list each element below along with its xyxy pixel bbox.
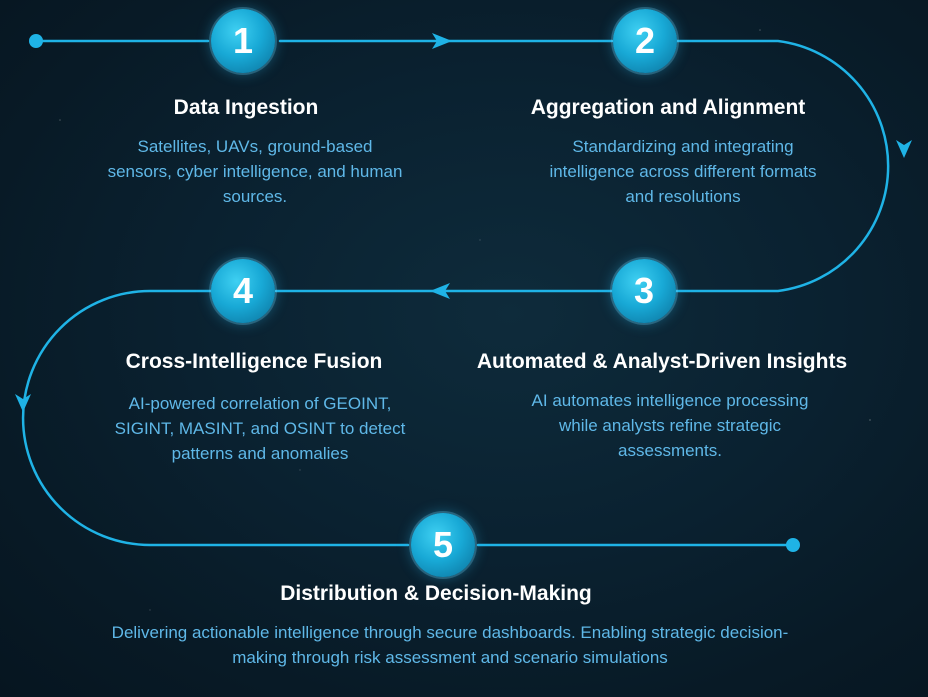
step-number: 5 — [432, 524, 454, 565]
connector-4-to-5 — [21, 289, 410, 547]
step-4-description: AI-powered correlation of GEOINT, SIGINT… — [114, 394, 406, 463]
step-number: 2 — [634, 20, 656, 61]
step-2-badge: 2 — [613, 9, 677, 73]
step-5-badge: 5 — [411, 513, 475, 577]
arrow-left-icon — [430, 283, 450, 299]
connector-2-to-3 — [674, 39, 890, 293]
step-5-title: Distribution & Decision-Making — [280, 582, 592, 605]
step-number: 4 — [232, 270, 254, 311]
start-dot — [29, 34, 43, 48]
step-1-badge: 1 — [211, 9, 275, 73]
arrow-down-icon — [896, 140, 912, 158]
step-2-title: Aggregation and Alignment — [530, 96, 806, 119]
background-stars — [59, 29, 871, 661]
step-3-description: AI automates intelligence processing whi… — [531, 391, 809, 460]
step-number: 1 — [232, 20, 254, 61]
end-dot — [786, 538, 800, 552]
step-4-title: Cross-Intelligence Fusion — [125, 350, 383, 373]
step-number: 3 — [633, 270, 655, 311]
step-2-description: Standardizing and integrating intelligen… — [549, 137, 817, 206]
arrow-down-icon — [15, 394, 31, 412]
step-4-badge: 4 — [211, 259, 275, 323]
step-3-title: Automated & Analyst-Driven Insights — [476, 350, 848, 373]
arrow-right-icon — [432, 33, 452, 49]
step-1-description: Satellites, UAVs, ground-based sensors, … — [107, 137, 403, 206]
step-5-description: Delivering actionable intelligence throu… — [111, 623, 789, 667]
step-1-title: Data Ingestion — [173, 96, 319, 119]
step-3-badge: 3 — [612, 259, 676, 323]
